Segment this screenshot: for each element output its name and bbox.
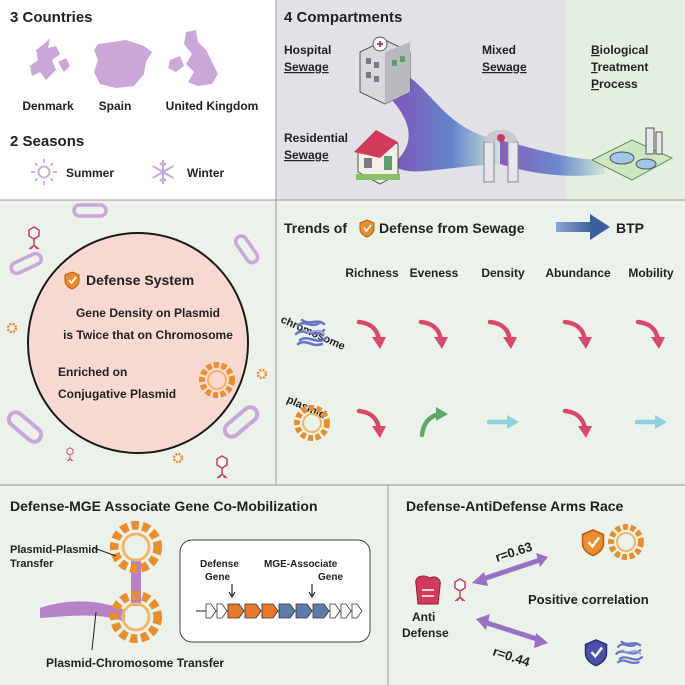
gene-arrow-defense bbox=[227, 603, 245, 619]
sun-icon bbox=[31, 159, 57, 185]
hospital-label-line1: Hospital bbox=[284, 43, 331, 57]
country-label-denmark: Denmark bbox=[22, 99, 74, 113]
pp-transfer-line2: Transfer bbox=[10, 558, 54, 570]
btp-initial-b: B bbox=[591, 43, 600, 57]
pc-transfer-label: Plasmid-Chromosome Transfer bbox=[46, 656, 224, 670]
anti-label-line2: Defense bbox=[402, 626, 449, 640]
defense-circle bbox=[27, 232, 249, 454]
denmark-map-icon bbox=[30, 38, 70, 80]
pp-pointer bbox=[93, 547, 117, 557]
country-label-uk: United Kingdom bbox=[166, 99, 259, 113]
trends-arrow-icon bbox=[556, 214, 610, 240]
trend-metric-headers: Richness Eveness Density Abundance Mobility bbox=[345, 266, 674, 280]
mge-gene-line1: MGE-Associate bbox=[264, 559, 338, 570]
mixed-label-line1: Mixed bbox=[482, 43, 516, 57]
corr-arrow-top bbox=[472, 553, 548, 586]
country-label-spain: Spain bbox=[99, 99, 132, 113]
bacterium-icon bbox=[72, 203, 108, 218]
bacterium-icon bbox=[222, 405, 260, 439]
compartments-title: 4 Compartments bbox=[284, 9, 402, 26]
mge-gene-pointer bbox=[308, 584, 316, 599]
snowflake-icon bbox=[152, 160, 174, 184]
gene-arrow-flank bbox=[205, 603, 217, 619]
pipe-junction-icon bbox=[483, 130, 519, 183]
blue-shield-icon bbox=[584, 639, 608, 667]
enriched-line2: Conjugative Plasmid bbox=[58, 387, 176, 401]
gene-arrow-flank bbox=[216, 603, 228, 619]
seasons-title: 2 Seasons bbox=[10, 133, 84, 150]
middle-left-decor bbox=[6, 203, 268, 479]
gene-arrow-mge bbox=[295, 603, 313, 619]
defense-system-title: Defense System bbox=[86, 272, 194, 288]
anti-label-line1: Anti bbox=[412, 610, 435, 624]
pp-transfer-line1: Plasmid-Plasmid bbox=[10, 544, 98, 556]
trends-title-pre: Trends of bbox=[284, 220, 347, 236]
flow-hospital-to-mixed bbox=[392, 68, 500, 172]
metric-header-density: Density bbox=[481, 266, 525, 280]
mixed-label-line2: Sewage bbox=[482, 60, 527, 74]
gene-arrow-defense bbox=[261, 603, 279, 619]
gene-arrow-track bbox=[205, 603, 363, 619]
gene-arrow-defense bbox=[244, 603, 262, 619]
btp-rest-p: rocess bbox=[599, 77, 638, 91]
positive-correlation-label: Positive correlation bbox=[528, 592, 649, 607]
density-line2: is Twice that on Chromosome bbox=[63, 328, 233, 342]
countries-title: 3 Countries bbox=[10, 9, 93, 26]
metric-header-abundance: Abundance bbox=[545, 266, 611, 280]
metric-header-mobility: Mobility bbox=[628, 266, 674, 280]
armsrace-title: Defense-AntiDefense Arms Race bbox=[406, 498, 624, 514]
corr-arrow-bottom bbox=[476, 614, 548, 648]
season-summer: Summer bbox=[66, 166, 114, 180]
gene-arrow-flank bbox=[329, 603, 341, 619]
flow-mixed-to-btp bbox=[500, 140, 605, 176]
pc-pointer bbox=[91, 611, 97, 651]
gene-cassette-box bbox=[179, 539, 371, 643]
hospital-building-icon bbox=[359, 36, 411, 105]
hospital-label-line2: Sewage bbox=[284, 60, 329, 74]
enriched-line1: Enriched on bbox=[58, 365, 127, 379]
gene-arrow-mge bbox=[312, 603, 330, 619]
residential-label-line2: Sewage bbox=[284, 148, 329, 162]
spain-map-icon bbox=[94, 40, 152, 88]
gene-arrow-flank bbox=[351, 603, 363, 619]
btp-rest-b: iological bbox=[600, 43, 649, 57]
comobilization-title: Defense-MGE Associate Gene Co-Mobilizati… bbox=[10, 498, 318, 514]
orange-shield-icon bbox=[581, 528, 605, 557]
residential-label-line1: Residential bbox=[284, 131, 348, 145]
btp-line3: Process bbox=[591, 77, 638, 91]
season-winter: Winter bbox=[187, 166, 225, 180]
btp-initial-p: P bbox=[591, 77, 599, 91]
gene-arrow-mge bbox=[278, 603, 296, 619]
defense-gene-pointer bbox=[228, 584, 236, 599]
trends-title-post: Defense from Sewage bbox=[379, 220, 525, 236]
density-line1: Gene Density on Plasmid bbox=[76, 306, 220, 320]
defense-gene-line2: Gene bbox=[205, 572, 230, 583]
anti-defense-icon bbox=[415, 575, 466, 605]
mge-gene-line2: Gene bbox=[318, 572, 343, 583]
transfer-bridge bbox=[40, 601, 125, 622]
trends-target: BTP bbox=[616, 220, 644, 236]
btp-initial-t: T bbox=[591, 60, 599, 74]
defense-chromosome-pair bbox=[584, 639, 644, 667]
bacterium-icon bbox=[233, 234, 260, 265]
metric-header-eveness: Eveness bbox=[410, 266, 459, 280]
defense-gene-line1: Defense bbox=[200, 559, 239, 570]
btp-rest-t: reatment bbox=[598, 60, 649, 74]
gene-arrow-flank bbox=[340, 603, 352, 619]
uk-map-icon bbox=[168, 30, 218, 86]
bacterium-icon bbox=[9, 251, 43, 276]
treatment-plant-icon bbox=[590, 127, 674, 181]
house-icon bbox=[354, 130, 400, 185]
metric-header-richness: Richness bbox=[345, 266, 399, 280]
bacterium-icon bbox=[6, 410, 44, 444]
btp-line1: Biological bbox=[591, 43, 648, 57]
btp-line2: Treatment bbox=[591, 60, 648, 74]
